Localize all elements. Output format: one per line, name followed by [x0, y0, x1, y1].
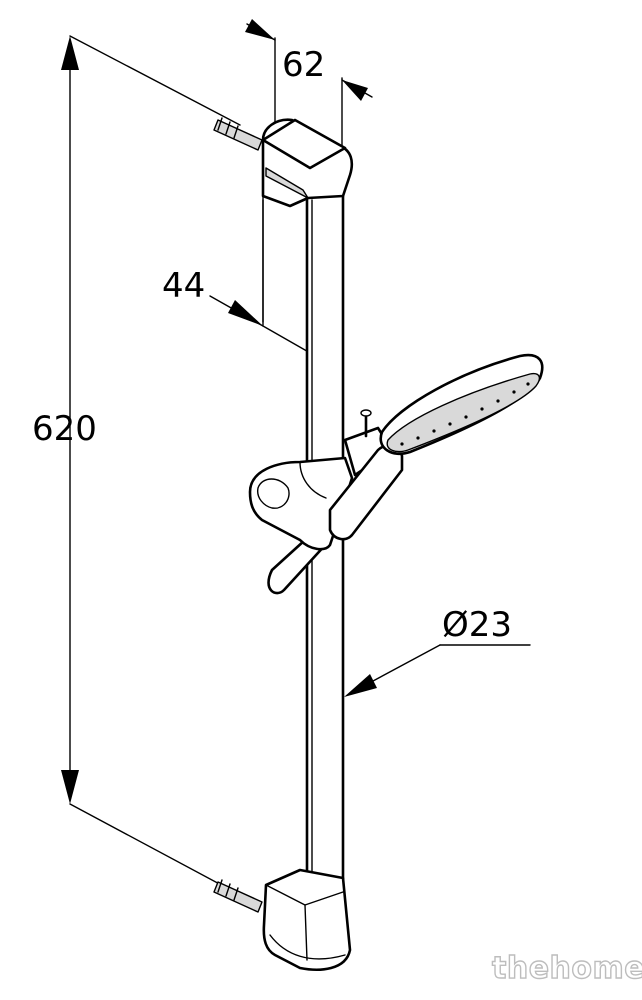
- height-arrow-top: [61, 36, 79, 70]
- rail-bar: [305, 173, 345, 954]
- diameter-arrow: [344, 674, 377, 697]
- height-dimension-label: 620: [32, 409, 97, 449]
- height-extension-top: [69, 35, 241, 126]
- diameter-callout: Ø23: [344, 605, 531, 697]
- height-arrow-bottom: [61, 770, 79, 804]
- hand-shower: [328, 353, 544, 541]
- top-wall-screw: [213, 117, 263, 151]
- shower-nozzles: [400, 382, 530, 446]
- offset-arrow-left: [228, 300, 263, 326]
- watermark-logo: thehome: [492, 951, 642, 986]
- height-extension-bottom: [69, 803, 241, 896]
- depth-arrow-left: [245, 19, 275, 40]
- slider-holder: [248, 409, 394, 595]
- bottom-bracket: [262, 868, 352, 971]
- depth-dimension: 62: [245, 19, 373, 151]
- offset-line: [262, 325, 313, 355]
- depth-arrow-right: [342, 80, 368, 101]
- depth-dimension-label: 62: [282, 45, 325, 85]
- offset-dimension-label: 44: [162, 266, 205, 306]
- diameter-label: Ø23: [442, 605, 512, 645]
- bottom-wall-screw: [213, 879, 263, 913]
- height-dimension: 620: [32, 35, 241, 896]
- top-bracket: [261, 118, 354, 323]
